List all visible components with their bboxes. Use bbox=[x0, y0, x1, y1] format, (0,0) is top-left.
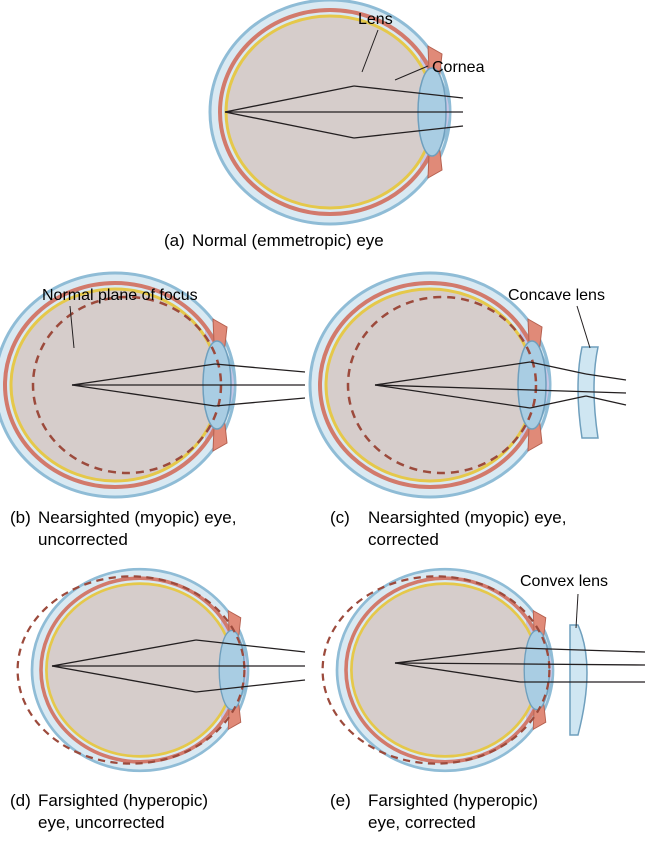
caption-c-letter: (c) bbox=[330, 508, 350, 527]
caption-e-line2: eye, corrected bbox=[368, 813, 476, 832]
caption-e-letter: (e) bbox=[330, 791, 351, 810]
eye-c bbox=[310, 273, 550, 497]
label-lens: Lens bbox=[358, 11, 393, 28]
label-cornea: Cornea bbox=[432, 59, 485, 76]
caption-b-line2: uncorrected bbox=[38, 530, 128, 549]
caption-c-line2: corrected bbox=[368, 530, 439, 549]
label-normal-plane: Normal plane of focus bbox=[42, 287, 198, 304]
eye-d bbox=[18, 569, 248, 771]
label-concave-lens: Concave lens bbox=[508, 287, 605, 304]
caption-e-line1: Farsighted (hyperopic) bbox=[368, 791, 538, 810]
caption-d-line1: Farsighted (hyperopic) bbox=[38, 791, 208, 810]
caption-a-line1: Normal (emmetropic) eye bbox=[192, 231, 384, 250]
caption-a-letter: (a) bbox=[164, 231, 185, 250]
caption-d-letter: (d) bbox=[10, 791, 31, 810]
caption-b-letter: (b) bbox=[10, 508, 31, 527]
leader-concave-lens bbox=[577, 306, 590, 348]
leader-convex-lens bbox=[576, 594, 578, 628]
caption-b-line1: Nearsighted (myopic) eye, bbox=[38, 508, 236, 527]
convex-lens bbox=[570, 625, 587, 735]
label-convex-lens: Convex lens bbox=[520, 573, 608, 590]
caption-c-line1: Nearsighted (myopic) eye, bbox=[368, 508, 566, 527]
caption-d-line2: eye, uncorrected bbox=[38, 813, 165, 832]
